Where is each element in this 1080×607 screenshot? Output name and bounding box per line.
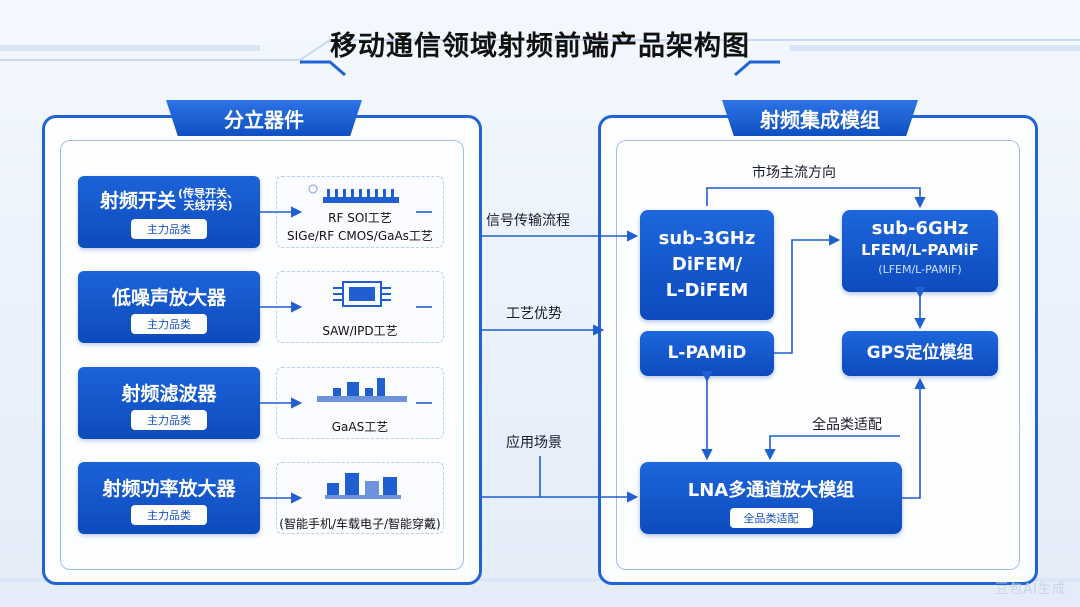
module-lna-badge: 全品类适配 [729, 508, 813, 528]
small-gear-icon [308, 184, 318, 194]
category-rf-switch-name: 射频开关 [99, 190, 176, 212]
tech-applications: (智能手机/车载电子/智能穿戴) [279, 517, 441, 531]
category-rf-pa: 射频功率放大器 主力品类 [78, 462, 260, 534]
rf-modules-inner-frame [616, 140, 1020, 570]
module-sub6ghz: sub-6GHz LFEM/L-PAMiF (LFEM/L-PAMiF) [842, 210, 998, 292]
category-rf-switch-sub2: 天线开关) [183, 198, 233, 212]
category-rf-pa-badge: 主力品类 [131, 505, 207, 525]
category-lna: 低噪声放大器 主力品类 [78, 271, 260, 343]
category-rf-filter-badge: 主力品类 [131, 410, 207, 430]
discrete-devices-inner-frame [60, 140, 464, 570]
market-direction-label: 市场主流方向 [752, 165, 836, 181]
category-rf-switch-sub1: (传导开关、 [177, 186, 239, 200]
chip-strip-icon [323, 189, 399, 203]
tech-box-lna: SAW/IPD工艺 [276, 271, 444, 343]
rf-modules-title: 射频集成模组 [722, 100, 918, 136]
ic-chip-icon [333, 281, 391, 307]
module-sub6ghz-line1: sub-6GHz [871, 218, 969, 239]
discrete-devices-title: 分立器件 [166, 100, 362, 136]
module-gps: GPS定位模组 [842, 331, 998, 376]
module-sub3ghz-line3: L-DiFEM [665, 280, 749, 301]
tech-sige-cmos-gaas: SIGe/RF CMOS/GaAs工艺 [287, 229, 433, 243]
flow-label-signal: 信号传输流程 [486, 213, 570, 229]
all-category-fit-label: 全品类适配 [812, 417, 882, 433]
category-lna-name: 低噪声放大器 [111, 287, 226, 309]
category-rf-pa-name: 射频功率放大器 [102, 478, 236, 500]
module-sub6ghz-line3: (LFEM/L-PAMiF) [878, 263, 962, 276]
tech-rf-soi: RF SOI工艺 [328, 211, 392, 225]
page-title: 移动通信领域射频前端产品架构图 [330, 31, 750, 62]
tech-saw-ipd: SAW/IPD工艺 [322, 324, 398, 338]
tech-box-filter: GaAS工艺 [276, 367, 444, 439]
module-sub3ghz-line1: sub-3GHz [658, 228, 756, 249]
watermark: 豆包AI生成 [995, 582, 1066, 597]
category-lna-badge: 主力品类 [131, 314, 207, 334]
category-rf-filter-name: 射频滤波器 [121, 383, 217, 405]
flow-label-application: 应用场景 [506, 435, 562, 451]
tech-box-pa: (智能手机/车载电子/智能穿戴) [276, 462, 444, 534]
module-lna-multichannel: LNA多通道放大模组 全品类适配 [640, 462, 902, 534]
module-lpamid: L-PAMiD [640, 331, 774, 376]
category-rf-filter: 射频滤波器 主力品类 [78, 367, 260, 439]
module-sub6ghz-line2: LFEM/L-PAMiF [861, 241, 979, 259]
filter-substrate-icon [317, 378, 407, 402]
module-sub3ghz-line2: DiFEM/ [671, 254, 743, 275]
tech-box-rf-switch: RF SOI工艺 SIGe/RF CMOS/GaAs工艺 [276, 176, 444, 248]
flow-label-process: 工艺优势 [506, 306, 562, 322]
pa-module-icon [325, 473, 401, 499]
category-rf-switch: 射频开关 (传导开关、 天线开关) 主力品类 [78, 176, 260, 248]
category-rf-switch-badge: 主力品类 [131, 219, 207, 239]
module-sub3ghz: sub-3GHz DiFEM/ L-DiFEM [640, 210, 774, 320]
tech-gaas: GaAS工艺 [331, 420, 389, 434]
module-lna-name: LNA多通道放大模组 [687, 480, 855, 501]
